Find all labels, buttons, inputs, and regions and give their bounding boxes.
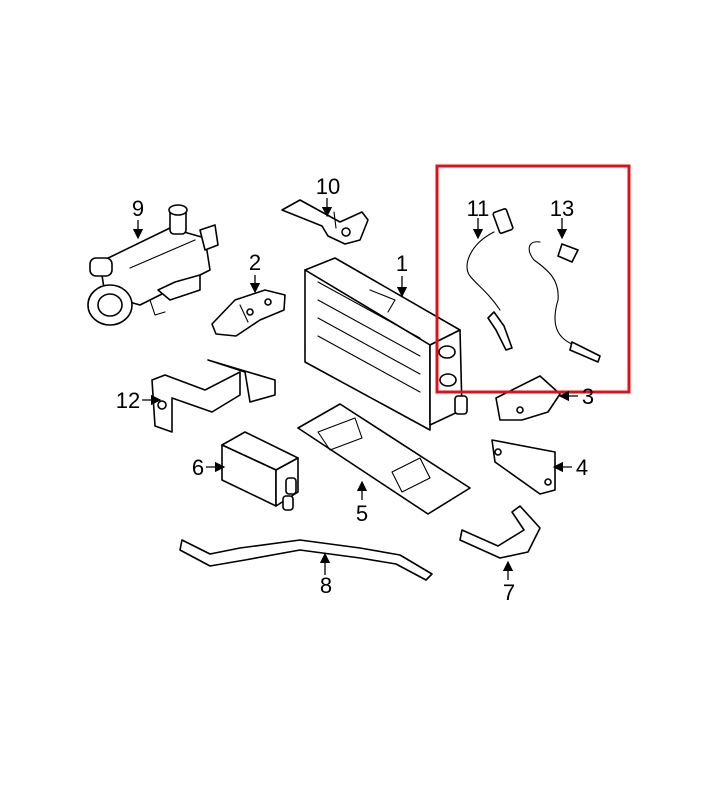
callout-5: 5 — [356, 501, 368, 526]
part-2-bracket[interactable] — [211, 289, 286, 337]
part-7-hose[interactable] — [459, 505, 541, 559]
leader-lines — [132, 198, 578, 580]
callout-7: 7 — [503, 580, 515, 605]
callout-13: 13 — [550, 196, 574, 221]
part-6-valve[interactable] — [221, 431, 299, 511]
callout-3: 3 — [582, 384, 594, 409]
highlight-box — [435, 164, 631, 394]
callout-2: 2 — [249, 250, 261, 275]
part-1-canister[interactable] — [304, 257, 468, 431]
part-10-bracket[interactable] — [281, 199, 369, 245]
part-3-bracket[interactable] — [495, 375, 561, 421]
part-9-purge-valve[interactable] — [87, 204, 219, 326]
part-5-tray[interactable] — [297, 403, 471, 515]
callout-12: 12 — [116, 388, 140, 413]
callout-9: 9 — [132, 196, 144, 221]
part-4-bracket[interactable] — [491, 439, 556, 495]
part-11-oxygen-sensor[interactable] — [466, 208, 514, 351]
part-8-hose[interactable] — [179, 539, 433, 581]
callout-10: 10 — [316, 174, 340, 199]
part-12-bracket[interactable] — [151, 359, 276, 433]
callout-4: 4 — [576, 455, 588, 480]
callout-8: 8 — [320, 573, 332, 598]
callout-6: 6 — [192, 455, 204, 480]
callout-1: 1 — [396, 251, 408, 276]
part-13-oxygen-sensor[interactable] — [528, 241, 601, 363]
callout-11: 11 — [467, 196, 490, 221]
